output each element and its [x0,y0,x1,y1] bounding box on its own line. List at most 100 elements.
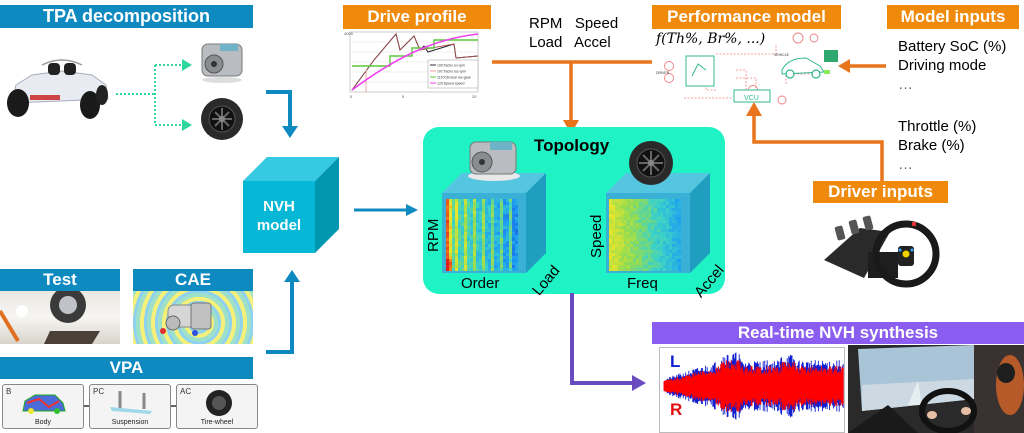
colormap-cell [609,244,612,247]
colormap-cell [461,220,464,223]
colormap-cell [654,268,657,271]
colormap-cell [515,232,518,235]
colormap-cell [473,199,476,202]
colormap-cell [621,229,624,232]
colormap-cell [612,223,615,226]
colormap-cell [657,238,660,241]
colormap-cell [666,250,669,253]
colormap-cell [642,250,645,253]
colormap-cell [657,208,660,211]
colormap-cell [642,262,645,265]
colormap-cell [455,235,458,238]
colormap-cell [449,202,452,205]
colormap-cell [479,235,482,238]
colormap-cell [621,241,624,244]
tpa-dotted-connector [116,59,192,131]
colormap-cell [615,202,618,205]
vpa-label: Body [35,419,51,426]
colormap-cell [512,226,515,229]
colormap-cell [609,265,612,268]
colormap-cell [482,262,485,265]
colormap-cell [449,247,452,250]
colormap-cell [663,241,666,244]
colormap-cell [621,217,624,220]
colormap-cell [485,265,488,268]
colormap-cell [630,256,633,259]
colormap-cell [627,229,630,232]
test-rig-photo [0,291,120,344]
colormap-cell [494,241,497,244]
vpa-code: PC [93,387,105,396]
colormap-cell [482,208,485,211]
colormap-cell [452,226,455,229]
colormap-cell [482,226,485,229]
colormap-cell [660,262,663,265]
colormap-cell [446,217,449,220]
colormap-cell [470,199,473,202]
colormap-cell [660,202,663,205]
colormap-cell [488,244,491,247]
nvh-model-label: NVH model [243,197,315,235]
colormap-cell [482,202,485,205]
colormap-cell [506,205,509,208]
colormap-cell [461,241,464,244]
colormap-cell [503,217,506,220]
colormap-cell [515,217,518,220]
colormap-cell [452,235,455,238]
colormap-cell [512,238,515,241]
colormap-cell [479,211,482,214]
colormap-cell [666,217,669,220]
colormap-cell [669,268,672,271]
colormap-cell [678,244,681,247]
colormap-cell [461,214,464,217]
colormap-cell [497,208,500,211]
colormap-cell [452,238,455,241]
colormap-cell [651,250,654,253]
colormap-cell [639,262,642,265]
colormap-cell [470,205,473,208]
colormap-cell [452,232,455,235]
colormap-cell [672,232,675,235]
colormap-cell [621,199,624,202]
colormap-cell [648,247,651,250]
colormap-cell [488,211,491,214]
colormap-cell [615,268,618,271]
colormap-cell [494,229,497,232]
colormap-cell [515,262,518,265]
colormap-cell [446,208,449,211]
colormap-cell [464,214,467,217]
colormap-cell [669,202,672,205]
colormap-cell [449,199,452,202]
colormap-cell [624,247,627,250]
colormap-cell [648,256,651,259]
colormap-cell [654,247,657,250]
colormap-cell [452,268,455,271]
colormap-cell [645,208,648,211]
colormap-cell [645,205,648,208]
colormap-cell [494,205,497,208]
colormap-cell [618,241,621,244]
colormap-cell [627,199,630,202]
colormap-cell [654,265,657,268]
colormap-cell [648,205,651,208]
colormap-cell [515,229,518,232]
colormap-cell [675,223,678,226]
colormap-cell [633,214,636,217]
colormap-cell [482,265,485,268]
colormap-cell [654,235,657,238]
colormap-cell [654,208,657,211]
colormap-cell [482,217,485,220]
colormap-cell [645,217,648,220]
colormap-cell [509,256,512,259]
colormap-cell [458,247,461,250]
colormap-cell [515,235,518,238]
colormap-cell [479,265,482,268]
colormap-cell [491,214,494,217]
axis-label-order: Order [461,275,500,292]
colormap-cell [675,208,678,211]
colormap-cell [500,244,503,247]
colormap-cell [509,202,512,205]
colormap-cell [458,262,461,265]
colormap-cell [627,238,630,241]
colormap-cell [666,208,669,211]
